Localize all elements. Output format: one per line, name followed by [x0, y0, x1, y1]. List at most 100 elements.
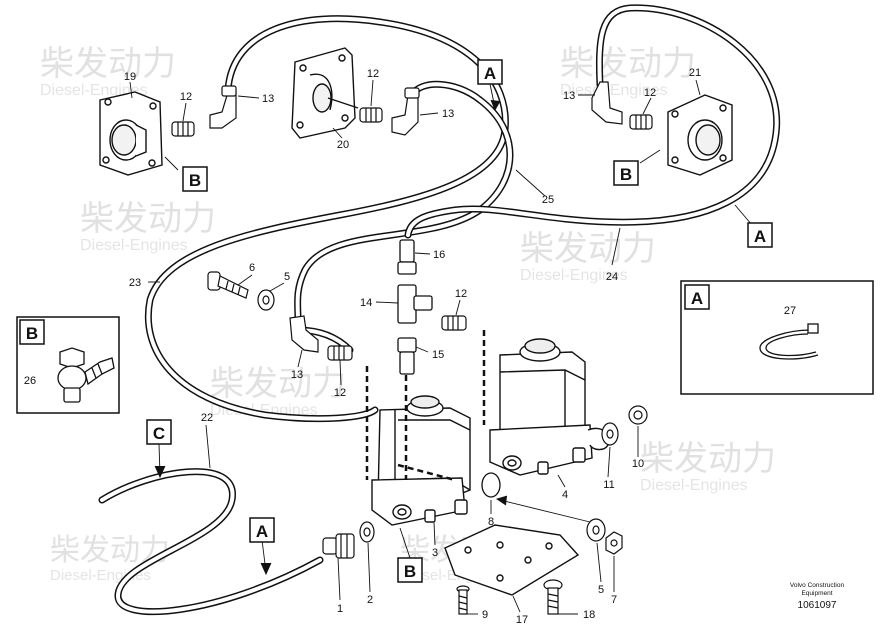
callout-23: 23	[129, 277, 141, 289]
callout-26: 26	[24, 375, 36, 387]
section-label-c: C	[146, 419, 172, 445]
dashed-links	[365, 330, 486, 482]
callout-13: 13	[262, 93, 274, 105]
callout-22: 22	[201, 412, 213, 424]
svg-text:B: B	[189, 171, 201, 190]
fitting-12-right	[629, 114, 653, 130]
callout-13: 13	[442, 108, 454, 120]
svg-text:A: A	[256, 522, 268, 541]
fitting-13-lower	[289, 315, 319, 353]
svg-text:A: A	[754, 227, 766, 246]
watermark-brand: 柴发动力	[520, 229, 656, 269]
watermark-brand: 柴发动力	[210, 364, 346, 404]
fitting-12-lower	[327, 345, 353, 361]
bolt-6	[207, 271, 249, 299]
callout-12: 12	[455, 288, 467, 300]
section-label-b: B	[613, 160, 639, 186]
callout-8: 8	[488, 516, 494, 528]
callout-25: 25	[542, 194, 554, 206]
watermark-brand: 柴发动力	[560, 44, 696, 84]
callout-16: 16	[433, 249, 445, 261]
fitting-12-left	[171, 121, 195, 137]
hose-22	[98, 468, 324, 616]
svg-text:B: B	[620, 165, 632, 184]
callout-19: 19	[124, 71, 136, 83]
hose-24	[404, 4, 781, 239]
footer: Volvo Construction Equipment 1061097	[790, 582, 845, 611]
watermark-sub: Diesel-Engines	[520, 267, 628, 284]
screw-9	[456, 585, 470, 615]
callout-10: 10	[632, 458, 644, 470]
connector-16	[397, 239, 417, 275]
valve-4	[489, 338, 610, 476]
callout-12: 12	[644, 87, 656, 99]
callout-27: 27	[784, 305, 796, 317]
svg-text:A: A	[691, 289, 703, 308]
section-label-a: A	[249, 517, 275, 543]
callout-12: 12	[367, 68, 379, 80]
bracket-19	[99, 91, 163, 176]
fittings	[171, 81, 653, 361]
inset-a: A	[680, 280, 874, 395]
svg-text:A: A	[484, 64, 496, 83]
callout-14: 14	[360, 297, 372, 309]
section-labels: A A A B B B C	[146, 59, 773, 583]
fitting-13-left	[209, 85, 237, 129]
callout-1: 1	[337, 603, 343, 615]
callout-9: 9	[482, 609, 488, 621]
hoses	[98, 4, 781, 616]
leader-lines	[47, 79, 791, 615]
o-ring-8	[481, 472, 501, 498]
watermark-brand: 柴发动力	[640, 439, 776, 479]
callout-5: 5	[598, 584, 604, 596]
callout-numbers: 19 12 13 12 20 13 25 13 12 2 1 16 14 12 1…	[24, 67, 796, 626]
washer-5-upper	[257, 289, 275, 311]
callout-6: 6	[249, 262, 255, 274]
watermark-sub: Diesel-Engines	[640, 477, 748, 494]
section-label-a: A	[477, 59, 503, 85]
section-label-b: B	[182, 166, 208, 192]
svg-text:B: B	[26, 324, 38, 343]
callout-5: 5	[284, 271, 290, 283]
section-label-a: A	[747, 222, 773, 248]
watermark-brand: 柴发动力	[80, 199, 216, 239]
footer-brand-line1: Volvo Construction	[790, 582, 845, 589]
banjo-fitting-26	[57, 347, 115, 403]
fitting-13-right	[591, 81, 623, 125]
valve-3	[371, 395, 471, 526]
hose-23	[144, 15, 509, 423]
fitting-1	[322, 533, 355, 559]
callout-20: 20	[337, 139, 349, 151]
plate-17	[444, 524, 580, 596]
callout-17: 17	[516, 614, 528, 626]
fitting-13-center	[391, 87, 420, 136]
callout-2: 2	[367, 594, 373, 606]
watermark-layer: 柴发动力 Diesel-Engines 柴发动力 Diesel-Engines …	[40, 44, 776, 584]
cable-tie-27	[759, 323, 819, 360]
callout-24: 24	[606, 271, 618, 283]
callout-13: 13	[563, 90, 575, 102]
part-number: 1061097	[798, 600, 837, 611]
bracket-20	[291, 47, 359, 139]
callout-18: 18	[583, 609, 595, 621]
footer-brand-line2: Equipment	[801, 590, 832, 597]
callout-12: 12	[180, 91, 192, 103]
nut-7	[605, 531, 623, 555]
fitting-12-mid	[441, 315, 467, 331]
callout-4: 4	[562, 489, 568, 501]
fitting-12-center	[359, 107, 383, 123]
screw-18	[543, 579, 563, 615]
connector-15	[397, 337, 417, 375]
plug-10	[628, 405, 648, 425]
callout-7: 7	[611, 594, 617, 606]
bracket-21	[667, 94, 733, 176]
svg-text:C: C	[153, 424, 165, 443]
inset-b: B	[16, 316, 120, 414]
callout-12: 12	[334, 387, 346, 399]
callout-3: 3	[432, 547, 438, 559]
tee-14	[397, 284, 433, 324]
callout-15: 15	[432, 349, 444, 361]
callout-11: 11	[603, 479, 614, 491]
svg-text:B: B	[404, 562, 416, 581]
callout-13: 13	[291, 369, 303, 381]
